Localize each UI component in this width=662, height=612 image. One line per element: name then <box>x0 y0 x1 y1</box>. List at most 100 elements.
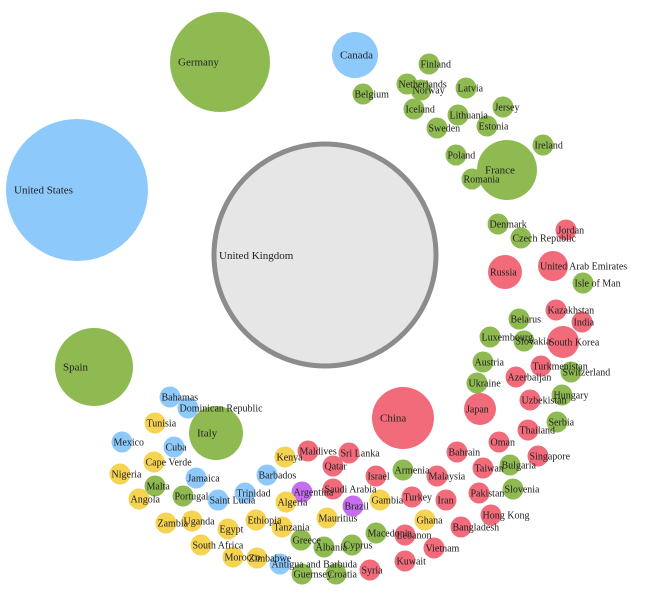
bubble-armenia[interactable] <box>392 459 414 481</box>
bubble-denmark[interactable] <box>487 213 509 235</box>
bubble-turkey[interactable] <box>401 486 423 508</box>
bubble-tanzania[interactable] <box>271 516 293 538</box>
bubble-zambia[interactable] <box>155 512 177 534</box>
bubble-czech-republic[interactable] <box>510 227 532 249</box>
bubble-italy[interactable] <box>189 406 243 460</box>
bubble-germany[interactable] <box>170 12 270 112</box>
bubble-latvia[interactable] <box>455 77 477 99</box>
bubble-syria[interactable] <box>359 559 381 581</box>
bubble-ghana[interactable] <box>414 509 436 531</box>
bubble-serbia[interactable] <box>546 411 568 433</box>
bubble-cyprus[interactable] <box>341 534 363 556</box>
bubble-jamaica[interactable] <box>185 467 207 489</box>
bubble-jersey[interactable] <box>492 96 514 118</box>
bubble-qatar[interactable] <box>322 455 344 477</box>
bubble-ireland[interactable] <box>532 134 554 156</box>
bubble-albania[interactable] <box>313 536 335 558</box>
bubble-kazakhstan[interactable] <box>545 299 567 321</box>
bubble-romania[interactable] <box>461 168 483 190</box>
bubble-slovakia[interactable] <box>513 330 535 352</box>
bubble-argentina[interactable] <box>291 481 313 503</box>
bubble-pakistan[interactable] <box>468 482 490 504</box>
bubble-south-korea[interactable] <box>547 326 579 358</box>
bubble-ukraine[interactable] <box>466 372 488 394</box>
bubble-uzbekistan[interactable] <box>519 389 541 411</box>
bubble-cuba[interactable] <box>163 436 185 458</box>
bubble-maldives[interactable] <box>297 440 319 462</box>
bubble-belarus[interactable] <box>508 308 530 330</box>
bubble-poland[interactable] <box>445 144 467 166</box>
bubble-gambia[interactable] <box>369 489 391 511</box>
bubble-bahamas[interactable] <box>159 386 181 408</box>
bubble-turkmenistan[interactable] <box>530 355 552 377</box>
bubble-isle-of-man[interactable] <box>572 272 594 294</box>
bubble-iceland[interactable] <box>403 98 425 120</box>
bubble-sweden[interactable] <box>426 117 448 139</box>
bubble-cape-verde[interactable] <box>143 451 165 473</box>
bubble-belgium[interactable] <box>352 83 374 105</box>
bubble-japan[interactable] <box>464 393 496 425</box>
center-bubble[interactable] <box>211 141 439 369</box>
bubble-switzerland[interactable] <box>560 361 582 383</box>
bubble-china[interactable] <box>372 387 434 449</box>
bubble-guernsey[interactable] <box>291 563 313 585</box>
bubble-bahrain[interactable] <box>446 441 468 463</box>
bubble-brazil[interactable] <box>342 495 364 517</box>
bubble-saudi-arabia[interactable] <box>322 478 344 500</box>
bubble-oman[interactable] <box>488 431 510 453</box>
bubble-tunisia[interactable] <box>144 412 166 434</box>
bubble-russia[interactable] <box>488 255 522 289</box>
bubble-portugal[interactable] <box>172 485 194 507</box>
bubble-zimbabwe[interactable] <box>246 547 268 569</box>
bubble-saint-lucia[interactable] <box>207 489 229 511</box>
bubble-croatia[interactable] <box>325 563 347 585</box>
bubble-bangladesh[interactable] <box>450 516 472 538</box>
bubble-lithuania[interactable] <box>447 104 469 126</box>
bubble-trinidad[interactable] <box>234 482 256 504</box>
bubble-bulgaria[interactable] <box>499 454 521 476</box>
bubble-macedonia[interactable] <box>365 522 387 544</box>
bubble-norway[interactable] <box>410 79 432 101</box>
bubble-azerbaijan[interactable] <box>505 366 527 388</box>
bubble-malaysia[interactable] <box>426 465 448 487</box>
bubble-canada[interactable] <box>332 32 378 78</box>
bubble-antigua-and-barbuda[interactable] <box>269 553 291 575</box>
bubble-sri-lanka[interactable] <box>338 442 360 464</box>
bubble-kuwait[interactable] <box>394 550 416 572</box>
bubble-iran[interactable] <box>435 489 457 511</box>
bubble-slovenia[interactable] <box>502 478 524 500</box>
bubble-spain[interactable] <box>55 328 133 406</box>
bubble-finland[interactable] <box>418 53 440 75</box>
bubble-israel[interactable] <box>365 465 387 487</box>
bubble-united-arab-emirates[interactable] <box>538 251 568 281</box>
bubble-india[interactable] <box>571 311 593 333</box>
bubble-barbados[interactable] <box>256 464 278 486</box>
bubble-greece[interactable] <box>290 529 312 551</box>
bubble-mexico[interactable] <box>111 431 133 453</box>
bubble-angola[interactable] <box>128 488 150 510</box>
bubble-morocco[interactable] <box>222 546 244 568</box>
bubble-kenya[interactable] <box>274 446 296 468</box>
bubble-united-states[interactable] <box>6 119 148 261</box>
bubble-taiwan[interactable] <box>472 457 494 479</box>
bubble-hungary[interactable] <box>551 384 573 406</box>
bubble-hong-kong[interactable] <box>480 504 502 526</box>
bubble-luxembourg[interactable] <box>479 326 501 348</box>
bubble-dominican-republic[interactable] <box>177 397 199 419</box>
bubble-south-africa[interactable] <box>190 534 212 556</box>
bubble-vietnam[interactable] <box>423 537 445 559</box>
bubble-singapore[interactable] <box>527 445 549 467</box>
bubble-france[interactable] <box>477 140 537 200</box>
bubble-mauritius[interactable] <box>316 507 338 529</box>
bubble-egypt[interactable] <box>217 518 239 540</box>
bubble-nigeria[interactable] <box>109 463 131 485</box>
bubble-austria[interactable] <box>472 351 494 373</box>
bubble-lebanon[interactable] <box>394 524 416 546</box>
bubble-uganda[interactable] <box>181 510 203 532</box>
bubble-estonia[interactable] <box>476 115 498 137</box>
bubble-ethiopia[interactable] <box>245 509 267 531</box>
bubble-jordan[interactable] <box>555 219 577 241</box>
bubble-algeria[interactable] <box>275 491 297 513</box>
bubble-malta[interactable] <box>144 475 166 497</box>
bubble-thailand[interactable] <box>517 419 539 441</box>
